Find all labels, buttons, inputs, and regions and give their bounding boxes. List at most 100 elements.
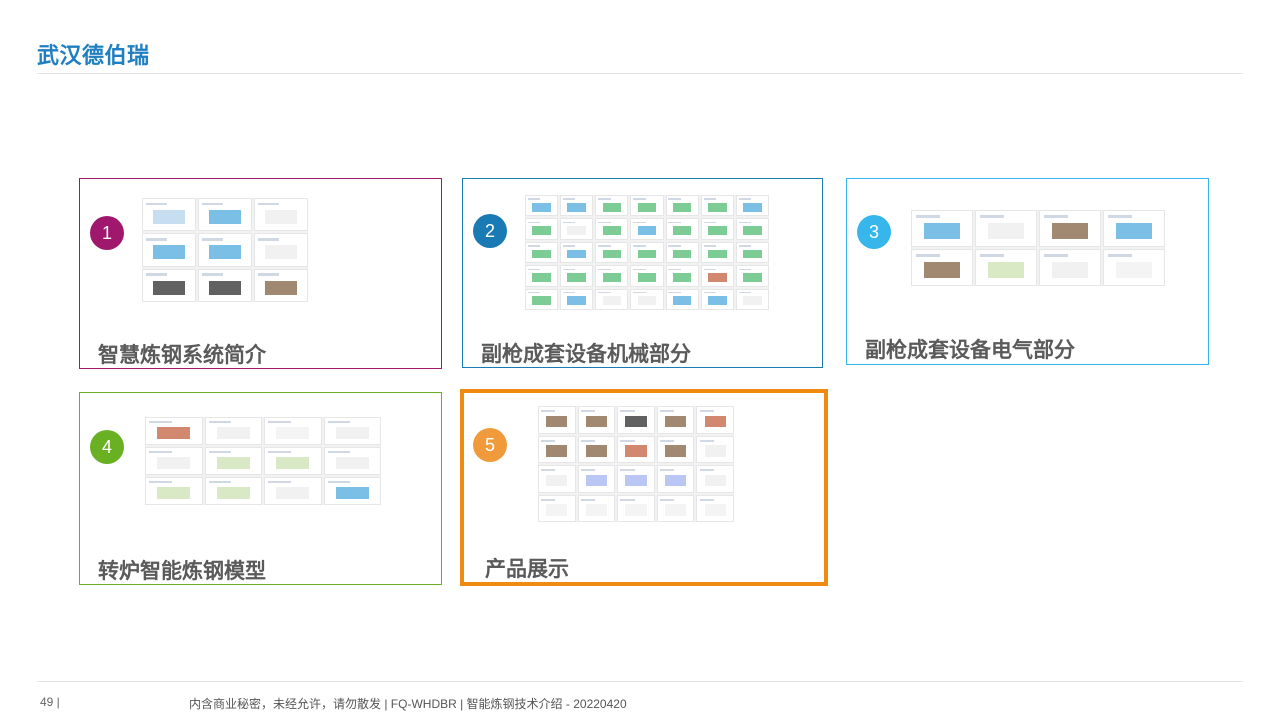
slide-thumbnail bbox=[735, 218, 769, 240]
slide-thumbnail bbox=[204, 447, 262, 475]
slide-thumbnail bbox=[595, 218, 629, 240]
slide-thumbnail bbox=[665, 241, 699, 264]
card-2[interactable]: 2 副枪成套设备机械部分 bbox=[462, 178, 823, 368]
slide-thumbnail bbox=[560, 288, 594, 310]
slide-thumbnail bbox=[254, 268, 308, 302]
slide-thumbnail bbox=[700, 288, 734, 310]
page-number: 49 | bbox=[40, 695, 60, 709]
slide-thumbnail bbox=[617, 406, 655, 434]
slide-thumbnail bbox=[1103, 210, 1165, 247]
slide-thumbnail bbox=[145, 447, 203, 475]
card-label: 副枪成套设备电气部分 bbox=[865, 339, 1075, 362]
card-3[interactable]: 3 副枪成套设备电气部分 bbox=[846, 178, 1209, 365]
slide-thumbnail bbox=[204, 417, 262, 445]
slide-thumbnail bbox=[735, 241, 769, 264]
card-number-badge: 3 bbox=[857, 215, 891, 249]
slide-thumbnails bbox=[911, 210, 1165, 286]
slide-thumbnail bbox=[630, 218, 664, 240]
slide-thumbnail bbox=[264, 417, 322, 445]
slide-thumbnail bbox=[911, 249, 973, 286]
slide-thumbnail bbox=[577, 406, 616, 434]
card-label: 副枪成套设备机械部分 bbox=[481, 343, 691, 366]
slide-thumbnail bbox=[696, 494, 734, 522]
card-number-badge: 1 bbox=[90, 216, 124, 250]
slide-thumbnail bbox=[142, 198, 196, 232]
slide-thumbnail bbox=[696, 406, 734, 434]
slide-thumbnail bbox=[665, 265, 699, 287]
slide-thumbnail bbox=[323, 447, 381, 475]
slide-thumbnail bbox=[577, 494, 616, 522]
slide-thumbnail bbox=[560, 241, 594, 264]
slide-thumbnail bbox=[1103, 249, 1165, 286]
slide-thumbnail bbox=[323, 477, 381, 505]
slide-thumbnail bbox=[525, 288, 559, 310]
slide-thumbnail bbox=[525, 241, 559, 264]
slide-thumbnail bbox=[630, 195, 664, 217]
header-divider bbox=[37, 73, 1243, 74]
slide-thumbnail bbox=[975, 210, 1037, 247]
slide-thumbnail bbox=[975, 249, 1037, 286]
slide-thumbnail bbox=[254, 233, 308, 267]
slide-thumbnail bbox=[656, 465, 695, 493]
card-1[interactable]: 1 智慧炼钢系统简介 bbox=[79, 178, 442, 369]
slide-thumbnail bbox=[617, 465, 655, 493]
slide-thumbnail bbox=[198, 198, 252, 232]
slide-thumbnail bbox=[665, 195, 699, 217]
slide-thumbnail bbox=[696, 465, 734, 493]
slide-thumbnail bbox=[630, 265, 664, 287]
card-number-badge: 5 bbox=[473, 428, 507, 462]
slide-thumbnail bbox=[696, 435, 734, 463]
slide-thumbnail bbox=[700, 241, 734, 264]
card-label: 转炉智能炼钢模型 bbox=[98, 560, 266, 583]
slide-thumbnail bbox=[656, 435, 695, 463]
slide-thumbnails bbox=[538, 406, 734, 522]
footer-text: 内含商业秘密，未经允许，请勿散发 | FQ-WHDBR | 智能炼钢技术介绍 -… bbox=[189, 697, 627, 711]
slide-thumbnail bbox=[665, 218, 699, 240]
card-number-badge: 4 bbox=[90, 430, 124, 464]
slide-thumbnail bbox=[560, 265, 594, 287]
slide-thumbnail bbox=[264, 477, 322, 505]
slide-thumbnail bbox=[198, 233, 252, 267]
card-5[interactable]: 5 产品展示 bbox=[460, 389, 828, 586]
slide-thumbnail bbox=[204, 477, 262, 505]
slide-thumbnail bbox=[630, 241, 664, 264]
slide-thumbnail bbox=[254, 198, 308, 232]
slide-thumbnail bbox=[700, 265, 734, 287]
slide-thumbnail bbox=[656, 494, 695, 522]
slide-thumbnail bbox=[538, 494, 576, 522]
slide-thumbnail bbox=[142, 268, 196, 302]
slide-thumbnail bbox=[735, 265, 769, 287]
slide-thumbnail bbox=[577, 465, 616, 493]
brand-title: 武汉德伯瑞 bbox=[37, 43, 150, 68]
slide-thumbnail bbox=[1039, 210, 1101, 247]
slide-thumbnail bbox=[538, 435, 576, 463]
slide-thumbnail bbox=[560, 218, 594, 240]
slide-thumbnail bbox=[735, 288, 769, 310]
slide-thumbnail bbox=[525, 265, 559, 287]
slide-thumbnail bbox=[560, 195, 594, 217]
slide-thumbnail bbox=[617, 494, 655, 522]
slide-thumbnail bbox=[595, 241, 629, 264]
slide-thumbnail bbox=[525, 218, 559, 240]
slide-thumbnail bbox=[911, 210, 973, 247]
slide-thumbnail bbox=[595, 288, 629, 310]
slide-thumbnail bbox=[538, 465, 576, 493]
slide-thumbnail bbox=[198, 268, 252, 302]
slide-thumbnail bbox=[630, 288, 664, 310]
footer-divider bbox=[37, 681, 1243, 682]
slide-thumbnail bbox=[656, 406, 695, 434]
slide-thumbnail bbox=[665, 288, 699, 310]
slide-thumbnail bbox=[142, 233, 196, 267]
slide-thumbnail bbox=[264, 447, 322, 475]
slide-thumbnail bbox=[1039, 249, 1101, 286]
slide-thumbnails bbox=[525, 195, 769, 310]
slide-thumbnail bbox=[735, 195, 769, 217]
card-label: 产品展示 bbox=[485, 558, 569, 581]
slide-thumbnail bbox=[145, 417, 203, 445]
slide-thumbnail bbox=[700, 195, 734, 217]
slide-thumbnail bbox=[595, 265, 629, 287]
slide-thumbnails bbox=[142, 198, 308, 302]
slide-thumbnail bbox=[323, 417, 381, 445]
card-4[interactable]: 4 转炉智能炼钢模型 bbox=[79, 392, 442, 585]
slide-thumbnail bbox=[595, 195, 629, 217]
